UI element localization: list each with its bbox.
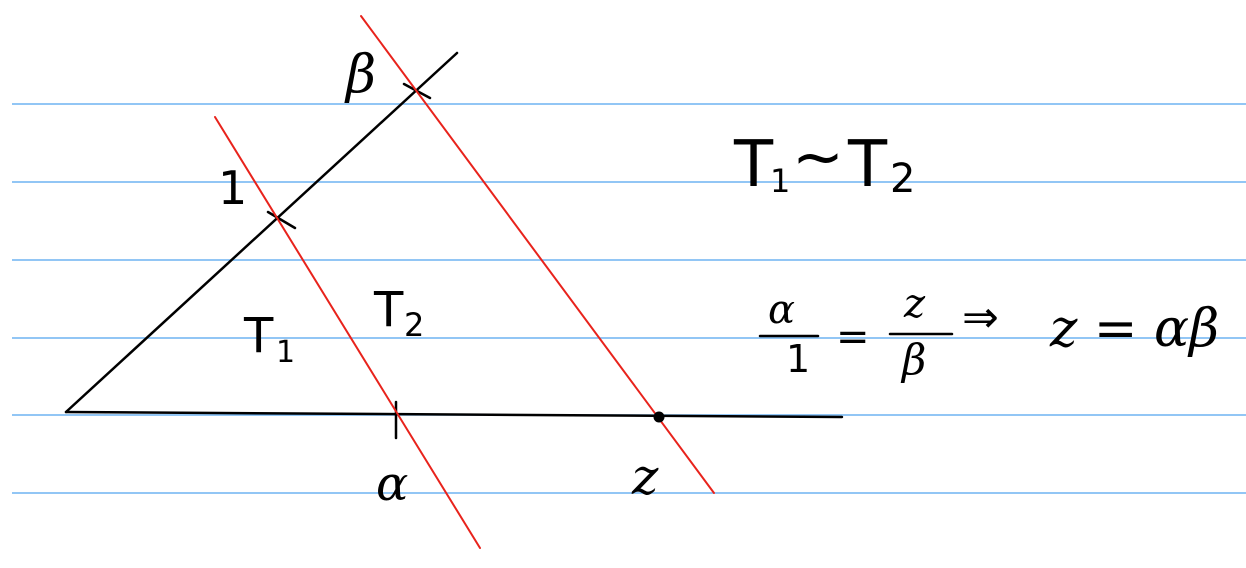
tick-mark-one	[266, 210, 297, 230]
label-one: 1	[218, 161, 247, 215]
ratio-numerator-right: z	[903, 281, 926, 327]
base-line	[64, 410, 844, 419]
similarity-right-letter: T	[847, 128, 888, 202]
ratio-denominator-right: β	[900, 335, 926, 384]
similarity-left-subscript: 1	[770, 162, 790, 200]
ratio-result: z = αβ	[1049, 299, 1219, 359]
ratio-denominator-left: 1	[786, 337, 810, 381]
label-t2: T 2	[373, 282, 424, 344]
label-alpha: α	[376, 456, 408, 512]
ratio-numerator-left: α	[768, 287, 795, 333]
ratio-equals: =	[836, 314, 870, 360]
label-t1: T 1	[243, 308, 295, 370]
slanted-ray	[64, 51, 459, 414]
similarity-relation: ~	[792, 120, 844, 193]
label-t2-subscript: 2	[404, 306, 424, 344]
label-z: z	[631, 448, 659, 506]
label-t1-subscript: 1	[276, 335, 295, 370]
label-beta: β	[344, 45, 376, 105]
parallel-line-inner	[214, 116, 481, 549]
label-t1-letter: T	[243, 308, 274, 364]
similarity-left-letter: T	[733, 128, 774, 202]
similarity-statement: T 1 ~ T 2	[733, 120, 915, 202]
similarity-right-subscript: 2	[890, 156, 915, 202]
ratio-equation: α 1 = z β ⇒ z = αβ	[758, 281, 1219, 384]
intersection-point-z	[653, 411, 665, 423]
implies-arrow: ⇒	[962, 292, 999, 343]
label-t2-letter: T	[373, 282, 404, 338]
